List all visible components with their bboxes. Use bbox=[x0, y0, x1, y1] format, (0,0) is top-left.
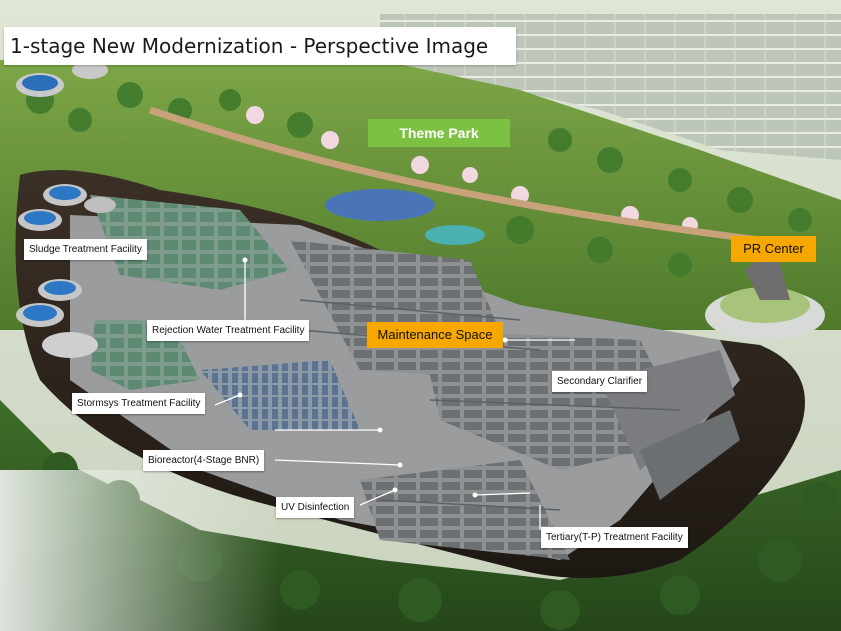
theme-park-tag: Theme Park bbox=[368, 119, 510, 147]
label-tertiary-treatment: Tertiary(T-P) Treatment Facility bbox=[541, 527, 688, 548]
label-rejection-water: Rejection Water Treatment Facility bbox=[147, 320, 310, 341]
label-stormsys: Stormsys Treatment Facility bbox=[72, 393, 206, 414]
label-uv-disinfection: UV Disinfection bbox=[276, 497, 355, 518]
label-sludge-treatment: Sludge Treatment Facility bbox=[24, 239, 147, 260]
title-banner: 1-stage New Modernization - Perspective … bbox=[4, 27, 516, 65]
pr-center-tag: PR Center bbox=[731, 236, 816, 262]
page-title: 1-stage New Modernization - Perspective … bbox=[10, 34, 489, 58]
label-bioreactor: Bioreactor(4-Stage BNR) bbox=[143, 450, 265, 471]
maintenance-space-tag: Maintenance Space bbox=[367, 322, 503, 348]
label-secondary-clarifier: Secondary Clarifier bbox=[552, 371, 648, 392]
